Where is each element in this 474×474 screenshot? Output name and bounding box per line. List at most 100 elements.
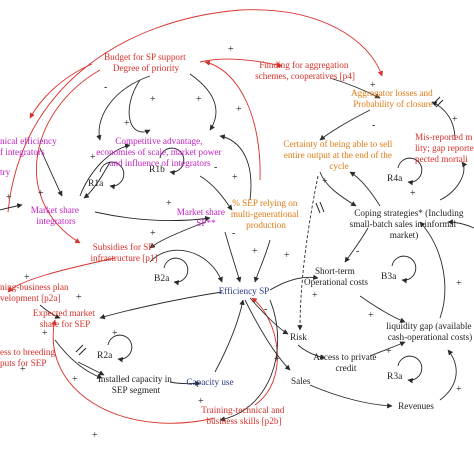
sign: + [284,250,290,261]
node-subsidies: Subsidies for SP infrastructure [p1] [90,242,157,263]
link-left-edge-top [0,203,23,211]
sign: + [90,152,96,163]
loop-b2a-label: B2a [154,274,170,284]
sign: + [38,188,44,199]
sign: + [274,354,280,365]
links [0,9,474,424]
link-efficiency-capacity-loop [219,299,279,422]
node-efficiency-sp: Efficiency SP [219,286,270,296]
link-subsidies-left [7,257,116,293]
node-certainty: Certainty of being able to sell entire o… [283,139,394,171]
sign: + [150,94,156,105]
node-liquidity-gap: liquidity gap (available cash-operationa… [386,321,474,342]
link-sep-efficiency [253,239,271,283]
link-integrators-sp [94,211,211,222]
loop-r2a-arc [107,334,133,363]
loop-b2a-arc [163,257,189,286]
loop-r1b-label: R1b [149,165,165,175]
node-sales: Sales [291,376,311,386]
link-installed-capacity [169,380,201,387]
loop-r3a-arc [397,355,423,384]
link-coping-misreported [439,161,468,201]
loop-r4a-arc [397,157,423,186]
sign: + [150,228,156,239]
loop-b3a-label: B3a [381,272,397,282]
sign: + [236,104,242,115]
node-market-share-sp: Market share SP** [177,207,228,228]
link-breeding-installed [77,361,105,376]
sign: + [386,346,392,357]
node-technical-efficiency: nical efficiency f integrators [0,136,59,157]
polarity-signs: + - + + + + + - + + - + + + + + + - + + … [6,44,462,441]
node-access-breeding: ess to breeding puts for SEP [0,347,57,368]
sign: + [112,328,118,339]
node-access-credit: Access to private credit [313,352,379,373]
link-efficiency-sales [244,299,291,371]
node-sep-relying: % SEP relying on multi-generational prod… [231,198,301,230]
node-installed-capacity: Installed capacity in SEP segment [98,374,174,395]
delay-mark-installed [75,344,84,353]
sign: + [166,198,172,209]
delay-mark-right-top-2 [435,99,444,108]
nodes: Budget for SP support Degree of priority… [0,52,474,426]
link-inner-loop-3 [128,79,151,135]
link-certainty-risk-dash [297,175,319,331]
sign: - [356,246,359,257]
loop-b3a-arc [391,255,417,284]
node-competitive-advantage: Competitive advantage, economies of scal… [96,136,224,168]
link-inner-loop-1 [96,75,151,141]
sign: - [232,228,235,239]
sign: + [368,310,374,321]
link-sp-subsidies [149,221,206,249]
link-efficiency-expected [99,291,223,320]
sign: + [72,374,78,385]
link-sp-competitive [219,134,252,201]
sign: + [312,290,318,301]
sign: + [198,396,204,407]
link-right-edge-top [447,219,474,229]
sign: + [370,80,376,91]
link-integrators-competitive [79,143,131,197]
link-aggregator-certainty [319,109,371,141]
link-budget-left [29,63,93,119]
sign: + [6,192,12,203]
sign: - [372,120,375,131]
link-sp-budget [204,60,261,181]
sign: + [456,278,462,289]
link-sales-revenues [309,384,393,409]
node-funding: Funding for aggregation schemes, coopera… [255,60,355,81]
link-efficiency-risk [249,297,289,335]
sign: - [214,162,217,173]
delay-marks [75,96,444,356]
link-budget-subsidies [36,69,101,244]
link-plan-expected [39,304,61,319]
link-sp-efficiency [224,231,242,283]
link-expected-installed [54,339,103,379]
link-coping-certainty [349,171,381,207]
delay-mark-right-top [432,96,441,105]
sign: + [456,384,462,395]
delay-mark-coping-2 [319,201,325,213]
sign: + [196,94,202,105]
link-competitive-sp [199,175,233,211]
sign: + [410,188,416,199]
delay-mark-coping [315,202,321,214]
link-inner-loop-2 [189,73,217,131]
link-outer-red-top [7,9,384,213]
node-training-technical: Training-technical and business skills [… [201,405,286,426]
node-expected-market-share: Expected market share for SEP [33,308,97,329]
sign: - [104,82,107,93]
node-misreported: Mis-reported m lity; gap reporte pected … [415,132,474,164]
node-market-share-integrators: Market share integrators [31,205,82,226]
loop-r3a-label: R3a [387,372,403,382]
loop-r2a-label: R2a [97,351,113,361]
link-subsidies-efficiency [149,249,223,283]
link-shortterm-liquidity [359,295,406,323]
node-try: try [0,167,11,177]
link-funding-aggregator [329,77,381,99]
link-tech-integrators [39,147,63,197]
link-risk-credit [297,344,326,360]
sign: + [42,328,48,339]
link-competitive-integrators [83,161,111,199]
node-revenues: Revenues [398,401,434,411]
